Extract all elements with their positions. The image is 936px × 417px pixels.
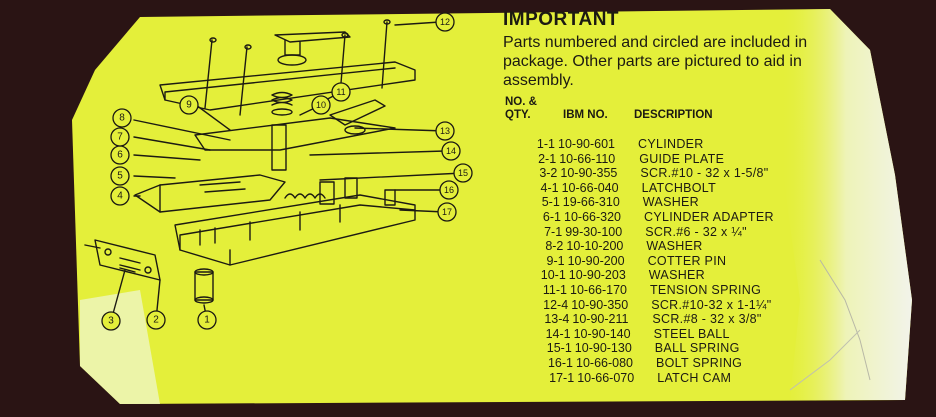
- callout-label: 6: [117, 150, 123, 161]
- part-qty: 1-1: [536, 137, 555, 151]
- part-qty: 4-1: [540, 180, 559, 195]
- part-qty: 7-1: [544, 224, 563, 239]
- callout-label: 12: [440, 17, 450, 27]
- part-qty: 13-4: [544, 312, 570, 327]
- part-qty: 16-1: [547, 356, 573, 370]
- callout-circle: [435, 121, 455, 141]
- part-ibm: 10-90-130: [574, 341, 632, 356]
- callout-circle: [439, 180, 459, 200]
- card-title: IMPORTANT: [503, 9, 620, 30]
- callout-label: 8: [119, 113, 125, 124]
- part-desc: TENSION SPRING: [650, 283, 762, 297]
- part-desc: BOLT SPRING: [656, 356, 743, 370]
- callout-circle: [112, 108, 132, 128]
- part-qty: 3-2: [539, 166, 558, 181]
- part-ibm: 10-66-110: [559, 151, 616, 166]
- callout-label: 14: [446, 146, 456, 156]
- part-desc: LATCH CAM: [657, 370, 732, 385]
- part-ibm: 10-90-200: [567, 253, 625, 268]
- callout-circle: [311, 95, 331, 115]
- part-desc: WASHER: [642, 195, 699, 210]
- callout-label: 4: [117, 191, 123, 202]
- part-ibm: 10-66-080: [576, 356, 633, 370]
- part-desc: WASHER: [648, 268, 705, 283]
- part-desc: COTTER PIN: [647, 253, 727, 268]
- callout-label: 15: [458, 168, 468, 178]
- callout-circle: [179, 95, 199, 115]
- column-header-no-qty: NO. & QTY.: [505, 96, 537, 121]
- part-qty: 6-1: [542, 210, 561, 224]
- part-ibm: 10-90-355: [560, 166, 618, 181]
- callout-label: 16: [444, 185, 454, 195]
- part-ibm: 10-66-040: [561, 180, 619, 195]
- part-desc: SCR.#10-32 x 1-1¼": [651, 297, 772, 312]
- callout-label: 3: [108, 316, 114, 327]
- part-ibm: 99-30-100: [565, 224, 623, 239]
- part-ibm: 10-66-170: [570, 283, 627, 297]
- callout-label: 7: [117, 132, 123, 143]
- part-desc: STEEL BALL: [653, 326, 730, 341]
- part-qty: 17-1: [549, 370, 575, 385]
- card-intro-text: Parts numbered and circled are included …: [503, 34, 808, 89]
- part-ibm: 19-66-310: [562, 195, 620, 210]
- callout-circle: [110, 127, 130, 147]
- callout-label: 2: [153, 315, 159, 326]
- part-qty: 8-2: [545, 239, 564, 254]
- instruction-card: [72, 9, 912, 404]
- callout-circle: [110, 186, 130, 206]
- callout-circle: [197, 310, 217, 330]
- callout-circle: [331, 82, 351, 102]
- part-qty: 11-1: [542, 283, 567, 297]
- part-qty: 5-1: [541, 195, 560, 210]
- part-ibm: 10-66-320: [564, 210, 621, 224]
- callout-label: 17: [442, 207, 452, 217]
- callout-label: 13: [440, 126, 450, 136]
- part-desc: CYLINDER ADAPTER: [644, 210, 774, 224]
- part-qty: 9-1: [546, 253, 565, 268]
- callout-label: 11: [336, 87, 345, 97]
- callout-circle: [435, 12, 455, 32]
- callout-circle: [146, 310, 166, 330]
- column-header-ibm-no: IBM NO.: [563, 109, 608, 121]
- callout-label: 9: [186, 100, 192, 111]
- callout-circle: [437, 202, 457, 222]
- part-ibm: 10-66-070: [577, 370, 635, 385]
- callout-label: 10: [316, 100, 326, 110]
- part-desc: BALL SPRING: [654, 341, 740, 356]
- callout-circle: [101, 311, 121, 331]
- part-ibm: 10-10-200: [566, 239, 624, 254]
- callout-circle: [453, 163, 473, 183]
- part-desc: GUIDE PLATE: [639, 151, 725, 166]
- part-desc: LATCHBOLT: [641, 180, 717, 195]
- part-qty: 10-1: [540, 268, 566, 283]
- part-qty: 14-1: [545, 326, 571, 341]
- part-ibm: 10-90-211: [572, 312, 629, 327]
- part-desc: SCR.#10 - 32 x 1-5/8": [640, 166, 769, 181]
- part-qty: 2-1: [538, 151, 557, 166]
- part-ibm: 10-90-350: [571, 297, 629, 312]
- part-desc: CYLINDER: [638, 137, 704, 151]
- part-desc: SCR.#8 - 32 x 3/8": [652, 312, 762, 327]
- part-qty: 12-4: [543, 297, 569, 312]
- callout-label: 5: [117, 171, 123, 182]
- part-ibm: 10-90-140: [573, 326, 631, 341]
- part-qty: 15-1: [546, 341, 572, 356]
- part-ibm: 10-90-601: [558, 137, 615, 151]
- part-desc: WASHER: [646, 239, 703, 254]
- callout-label: 1: [204, 315, 210, 326]
- part-ibm: 10-90-203: [568, 268, 626, 283]
- callout-circle: [441, 141, 461, 161]
- callout-circle: [110, 166, 130, 186]
- column-header-description: DESCRIPTION: [634, 109, 713, 121]
- part-desc: SCR.#6 - 32 x ¼": [645, 224, 747, 239]
